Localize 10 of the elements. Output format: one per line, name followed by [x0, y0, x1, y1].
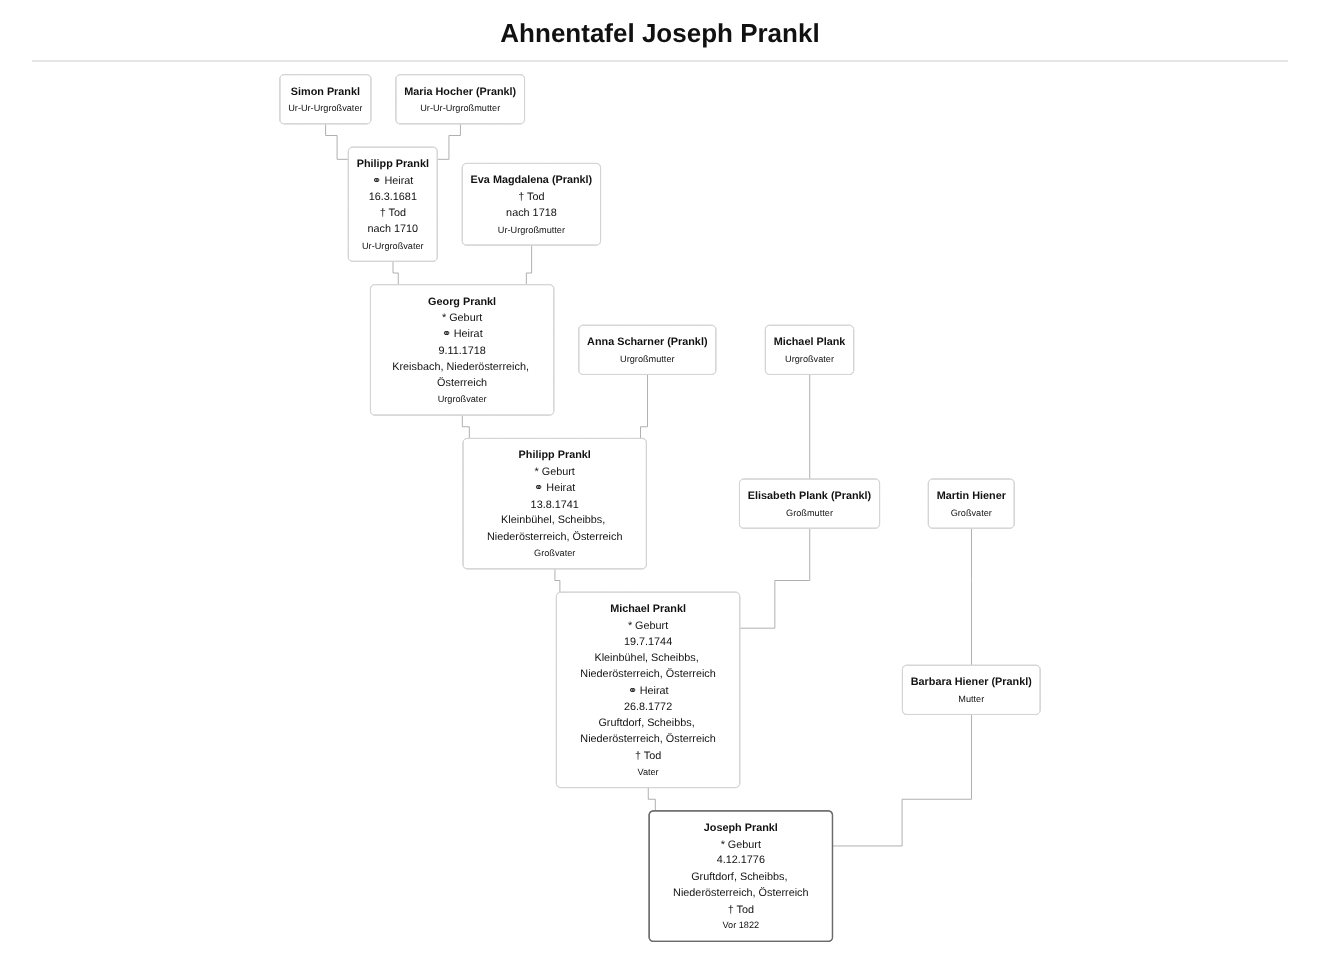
connector	[437, 123, 462, 160]
diagram-title: Ahnentafel Joseph Prankl	[500, 18, 820, 48]
connector	[325, 123, 350, 160]
connector	[554, 568, 566, 593]
connector	[392, 261, 405, 286]
connector	[832, 714, 973, 847]
connector	[520, 245, 533, 286]
connector	[971, 528, 973, 667]
connector	[809, 374, 811, 480]
connector	[739, 528, 811, 629]
